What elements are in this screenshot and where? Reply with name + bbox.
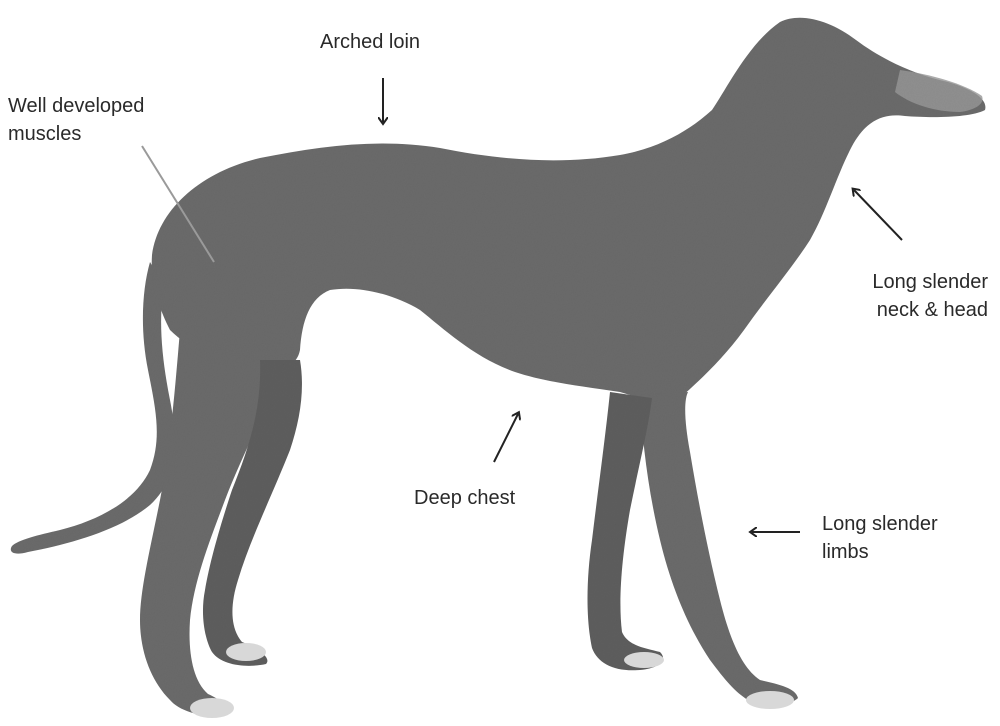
tail xyxy=(11,262,175,554)
paw-hind-near xyxy=(190,698,234,718)
label-deep-chest: Deep chest xyxy=(414,484,515,512)
paw-hind-far xyxy=(226,643,266,661)
label-long-slender-neck-head: Long slender neck & head xyxy=(838,268,988,324)
neck-head-arrow xyxy=(854,190,902,240)
dog-silhouette xyxy=(11,18,986,717)
label-long-slender-limbs: Long slender limbs xyxy=(822,510,938,566)
fore-leg-near xyxy=(640,392,798,705)
deep-chest-arrow xyxy=(494,414,518,462)
paw-front-far xyxy=(624,652,664,668)
paws xyxy=(190,643,794,718)
paw-front-near xyxy=(746,691,794,709)
label-well-developed-muscles: Well developed muscles xyxy=(8,92,144,148)
label-arched-loin: Arched loin xyxy=(320,28,420,56)
body xyxy=(152,18,986,401)
